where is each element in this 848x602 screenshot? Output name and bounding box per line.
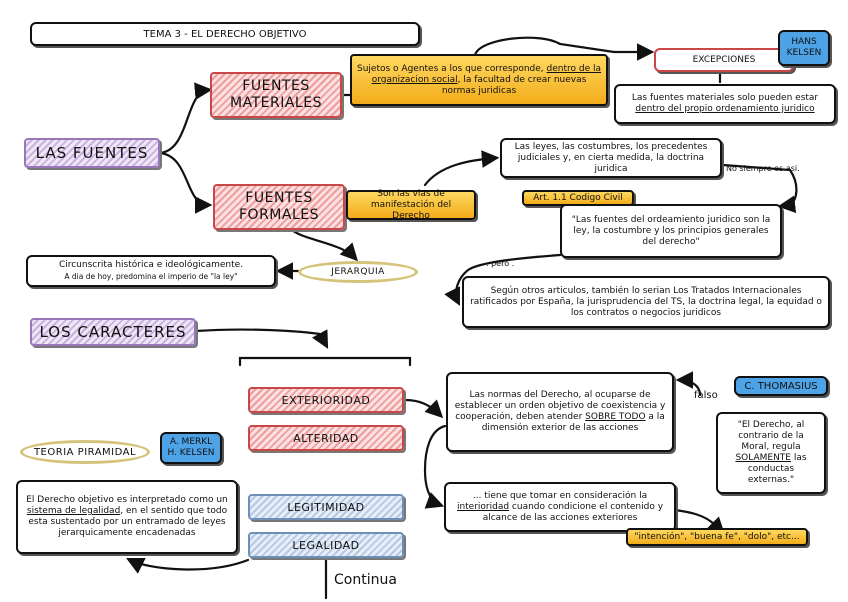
- note-interioridad: ... tiene que tomar en consideración la …: [444, 482, 676, 532]
- cita-codigo-text: "Las fuentes del ordeamiento juridico so…: [571, 214, 771, 247]
- interioridad-text: ... tiene que tomar en consideración la …: [452, 491, 668, 524]
- continua-label: Continua: [334, 572, 414, 590]
- art-codigo-text: Art. 1.1 Codigo Civil: [533, 192, 623, 203]
- note-vias: Son las vias de manifestación del Derech…: [346, 188, 476, 221]
- node-legitimidad: LEGITIMIDAD: [248, 494, 404, 520]
- oval-teoria-piramidal: TEORIA PIRAMIDAL: [20, 440, 150, 464]
- note-cita-codigo: "Las fuentes del ordeamiento juridico so…: [560, 204, 782, 258]
- cita-thomasius-underline: SOLAMENTE: [735, 453, 791, 463]
- no-siempre-text: No siempre es asi.: [726, 164, 800, 173]
- interioridad-t2: cuando condicione el contenido y alcance…: [482, 501, 664, 523]
- excepciones-label: EXCEPCIONES: [692, 54, 756, 65]
- derecho-objetivo-underline: sistema de legalidad: [26, 506, 121, 516]
- note-otros-articulos: Según otros articulos, también lo serian…: [462, 276, 830, 328]
- merkl-kelsen-line2: H. KELSEN: [167, 448, 215, 458]
- page-title: TEMA 3 - EL DERECHO OBJETIVO: [30, 22, 420, 46]
- circunscrita-line2: A dia de hoy, predomina el imperio de "l…: [64, 272, 238, 281]
- leyes-text: Las leyes, las costumbres, los precedent…: [514, 141, 708, 174]
- vias-text: Son las vias de manifestación del Derech…: [370, 188, 452, 221]
- exterioridad-label: EXTERIORIDAD: [281, 393, 371, 407]
- note-leyes: Las leyes, las costumbres, los precedent…: [500, 138, 722, 178]
- normas-t1: Las normas del Derecho, al ocuparse de e…: [454, 390, 666, 422]
- continua-text: Continua: [334, 572, 397, 588]
- node-fuentes-materiales: FUENTES MATERIALES: [210, 72, 342, 118]
- cita-thomasius-t2: las conductas externas.": [747, 453, 807, 485]
- note-sujetos: Sujetos o Agentes a los que corresponde,…: [350, 54, 608, 106]
- derecho-objetivo-t1: El Derecho objetivo es interpretado como…: [26, 495, 228, 505]
- las-fuentes-label: LAS FUENTES: [35, 144, 149, 162]
- sujetos-underline: dentro de la organizacion social: [371, 63, 601, 85]
- otros-articulos-text: Según otros articulos, también lo serian…: [470, 285, 822, 318]
- derecho-objetivo-t2: , en el sentido que todo esta sustentado…: [28, 506, 228, 538]
- legitimidad-label: LEGITIMIDAD: [287, 500, 365, 514]
- derecho-objetivo-text: El Derecho objetivo es interpretado como…: [24, 495, 230, 539]
- jerarquia-label: JERARQUIA: [331, 267, 385, 277]
- materiales-note-text: Las fuentes materiales solo pueden estar…: [622, 93, 828, 115]
- note-pero: . pero .: [486, 259, 536, 271]
- merkl-kelsen-line1: A. MERKL: [169, 437, 213, 447]
- node-exterioridad: EXTERIORIDAD: [248, 387, 404, 413]
- teoria-piramidal-label: TEORIA PIRAMIDAL: [33, 446, 137, 458]
- oval-jerarquia: JERARQUIA: [298, 261, 418, 283]
- fuentes-formales-line2: FORMALES: [239, 207, 319, 223]
- cita-thomasius-text: "El Derecho, al contrario de la Moral, r…: [724, 420, 818, 486]
- interioridad-t1: ... tiene que tomar en consideración la: [472, 490, 648, 501]
- fuentes-formales-line1: FUENTES: [245, 190, 313, 206]
- note-circunscrita: Circunscrita histórica e ideológicamente…: [26, 255, 276, 287]
- normas-t2: a la dimensión exterior de las acciones: [481, 412, 665, 433]
- tag-intencion: "intención", "buena fe", "dolo", etc...: [626, 528, 808, 546]
- node-los-caracteres: LOS CARACTERES: [30, 318, 196, 346]
- sujetos-t2: , la facultad de crear nuevas normas jur…: [441, 74, 587, 96]
- thomasius-label: C. THOMASIUS: [744, 380, 818, 392]
- materiales-note-underline: dentro del propio ordenamiento juridico: [635, 104, 815, 114]
- los-caracteres-label: LOS CARACTERES: [39, 323, 187, 341]
- pero-text: . pero .: [486, 259, 515, 268]
- node-fuentes-formales: FUENTES FORMALES: [213, 184, 345, 230]
- sujetos-t1: Sujetos o Agentes a los que corresponde,: [357, 63, 547, 74]
- interioridad-underline: interioridad: [456, 501, 510, 512]
- note-materiales: Las fuentes materiales solo pueden estar…: [614, 84, 836, 124]
- normas-text: Las normas del Derecho, al ocuparse de e…: [454, 390, 666, 434]
- callout-hans-kelsen: HANS KELSEN: [778, 30, 830, 66]
- fuentes-materiales-line2: MATERIALES: [230, 95, 322, 111]
- sujetos-text: Sujetos o Agentes a los que corresponde,…: [356, 64, 602, 97]
- page-title-text: TEMA 3 - EL DERECHO OBJETIVO: [143, 28, 307, 40]
- cita-thomasius-t1: "El Derecho, al contrario de la Moral, r…: [737, 420, 805, 452]
- node-excepciones: EXCEPCIONES: [654, 48, 794, 72]
- falso-text: falso: [694, 390, 718, 401]
- note-cita-thomasius: "El Derecho, al contrario de la Moral, r…: [716, 412, 826, 494]
- node-alteridad: ALTERIDAD: [248, 425, 404, 451]
- note-no-siempre: No siempre es asi.: [726, 164, 836, 176]
- callout-merkl-kelsen: A. MERKL H. KELSEN: [160, 432, 222, 464]
- legalidad-label: LEGALIDAD: [292, 538, 360, 552]
- hans-kelsen-line2: KELSEN: [786, 48, 822, 58]
- callout-thomasius: C. THOMASIUS: [734, 376, 828, 396]
- fuentes-materiales-line1: FUENTES: [242, 78, 310, 94]
- node-legalidad: LEGALIDAD: [248, 532, 404, 558]
- materiales-note-t1: Las fuentes materiales solo pueden estar: [631, 93, 819, 103]
- note-falso: falso: [694, 390, 730, 404]
- hans-kelsen-line1: HANS: [791, 37, 817, 47]
- note-normas: Las normas del Derecho, al ocuparse de e…: [446, 372, 674, 452]
- alteridad-label: ALTERIDAD: [293, 431, 359, 445]
- node-las-fuentes: LAS FUENTES: [24, 138, 160, 168]
- normas-underline: SOBRE TODO: [585, 412, 646, 422]
- intencion-text: "intención", "buena fe", "dolo", etc...: [634, 531, 800, 542]
- note-derecho-objetivo: El Derecho objetivo es interpretado como…: [16, 480, 238, 554]
- circunscrita-line1: Circunscrita histórica e ideológicamente…: [58, 260, 244, 270]
